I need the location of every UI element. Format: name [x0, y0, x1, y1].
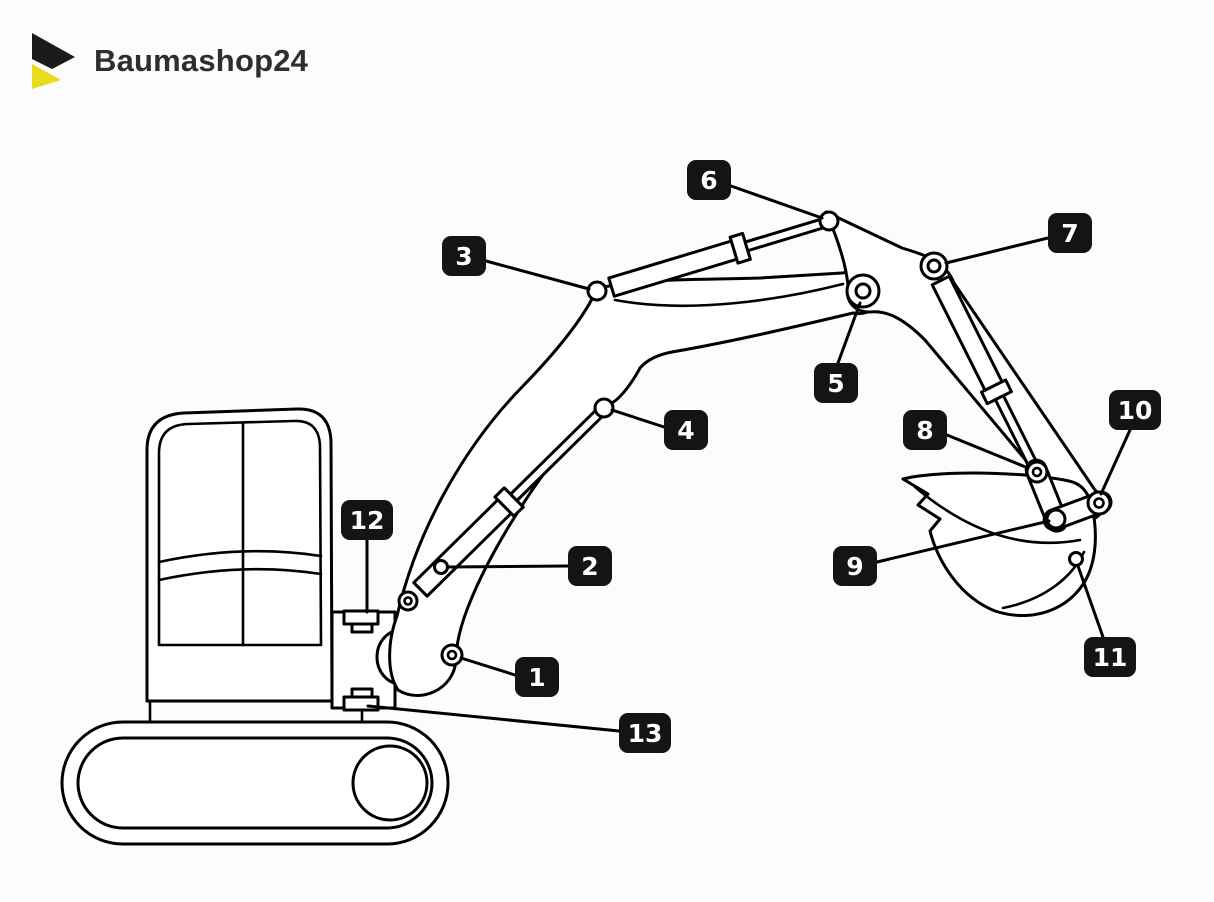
callout-9-leader	[875, 519, 1051, 564]
callout-5-pin-center	[854, 282, 872, 300]
callout-5-leader	[836, 301, 862, 365]
callout-badge-1-box	[515, 657, 559, 697]
callout-badge-6: 6	[687, 160, 731, 200]
undercarriage-tracks	[60, 697, 450, 846]
callout-3-pin	[586, 280, 608, 302]
logo-yellow-shape	[32, 64, 61, 89]
cab-window-frame	[157, 419, 323, 647]
callout-badge-11-number: 11	[1093, 643, 1128, 672]
callout-badge-9: 9	[833, 546, 877, 586]
callout-badge-10-number: 10	[1118, 396, 1153, 425]
callout-7-leader	[944, 236, 1050, 265]
stick-cylinder-rod	[743, 217, 825, 253]
callout-6-leader	[729, 184, 824, 220]
callout-4-pin	[593, 397, 615, 419]
bucket-cylinder	[930, 274, 1043, 476]
leader-lines	[365, 184, 1132, 733]
callout-badge-4-number: 4	[677, 416, 694, 445]
callout-badge-10-box	[1109, 390, 1161, 430]
callout-badge-4: 4	[664, 410, 708, 450]
callout-badge-8: 8	[903, 410, 947, 450]
upper-mount-bracket	[342, 609, 380, 626]
callout-badge-7-number: 7	[1061, 219, 1078, 248]
cab	[145, 407, 334, 703]
boom	[388, 270, 880, 697]
callout-badge-9-box	[833, 546, 877, 586]
callout-badges: 1 2 3 4 5 6 7	[341, 160, 1161, 753]
callout-badge-4-box	[664, 410, 708, 450]
callout-badge-2: 2	[568, 546, 612, 586]
callout-badge-2-number: 2	[581, 552, 598, 581]
callout-11-leader	[1076, 564, 1105, 639]
callout-13-leader	[366, 704, 621, 733]
callout-1-pin-center	[446, 649, 458, 661]
callout-badge-13-number: 13	[628, 719, 663, 748]
callout-9-pin	[1045, 508, 1067, 530]
brand-logo-icon	[32, 33, 75, 89]
callout-badge-7: 7	[1048, 213, 1092, 253]
callout-badge-12-number: 12	[350, 506, 385, 535]
callout-badge-13: 13	[619, 713, 671, 753]
lower-mount-bracket	[342, 695, 380, 712]
boom-cylinder-foot-pin-center	[403, 596, 413, 606]
callout-11-pin	[1068, 551, 1084, 567]
callout-1-leader	[459, 656, 517, 677]
upper-mount-step	[350, 622, 374, 634]
bucket	[901, 471, 1097, 617]
callout-badge-11-box	[1084, 637, 1136, 677]
callout-badge-6-box	[687, 160, 731, 200]
brand-logo: Baumashop24	[30, 32, 308, 90]
cab-panel-line-lower	[157, 567, 323, 582]
callout-badge-3-box	[442, 236, 486, 276]
bucket-inner-curve	[913, 485, 1082, 545]
callout-10-pin-center	[1093, 497, 1105, 509]
track-inner	[76, 736, 434, 830]
callout-badge-11: 11	[1084, 637, 1136, 677]
callout-badge-5: 5	[814, 363, 858, 403]
callout-badge-7-box	[1048, 213, 1092, 253]
callout-2-leader	[446, 564, 570, 569]
logo-black-shape	[32, 33, 75, 69]
callout-badge-3: 3	[442, 236, 486, 276]
callout-badge-9-number: 9	[846, 552, 863, 581]
callout-badge-1-number: 1	[528, 663, 545, 692]
callout-7-pin-center	[926, 258, 942, 274]
callout-6-pin	[818, 210, 840, 232]
callout-badge-10: 10	[1109, 390, 1161, 430]
callout-8-leader	[945, 433, 1030, 470]
callout-badge-13-box	[619, 713, 671, 753]
callout-badge-1: 1	[515, 657, 559, 697]
cab-panel-line-upper	[157, 549, 323, 564]
callout-badge-5-box	[814, 363, 858, 403]
callout-8-pin-center	[1031, 466, 1043, 478]
callout-4-leader	[610, 408, 666, 429]
callout-badge-8-box	[903, 410, 947, 450]
brand-name-suffix: 24	[273, 43, 309, 78]
callout-badge-12: 12	[341, 500, 393, 540]
callout-10-leader	[1099, 428, 1132, 496]
callout-3-leader	[484, 259, 591, 291]
callout-badge-3-number: 3	[455, 242, 472, 271]
callout-badge-8-number: 8	[916, 416, 933, 445]
boom-plate-line	[613, 282, 845, 308]
pivot-pins	[433, 210, 1112, 667]
callout-badge-2-box	[568, 546, 612, 586]
brand-name-main: Baumashop	[94, 43, 274, 78]
brand-name: Baumashop24	[94, 43, 308, 79]
callout-badge-12-box	[341, 500, 393, 540]
callout-badge-5-number: 5	[827, 369, 844, 398]
callout-badge-6-number: 6	[700, 166, 717, 195]
track-wheel	[351, 744, 429, 822]
cab-outline	[145, 407, 334, 703]
callout-2-pin	[433, 559, 449, 575]
